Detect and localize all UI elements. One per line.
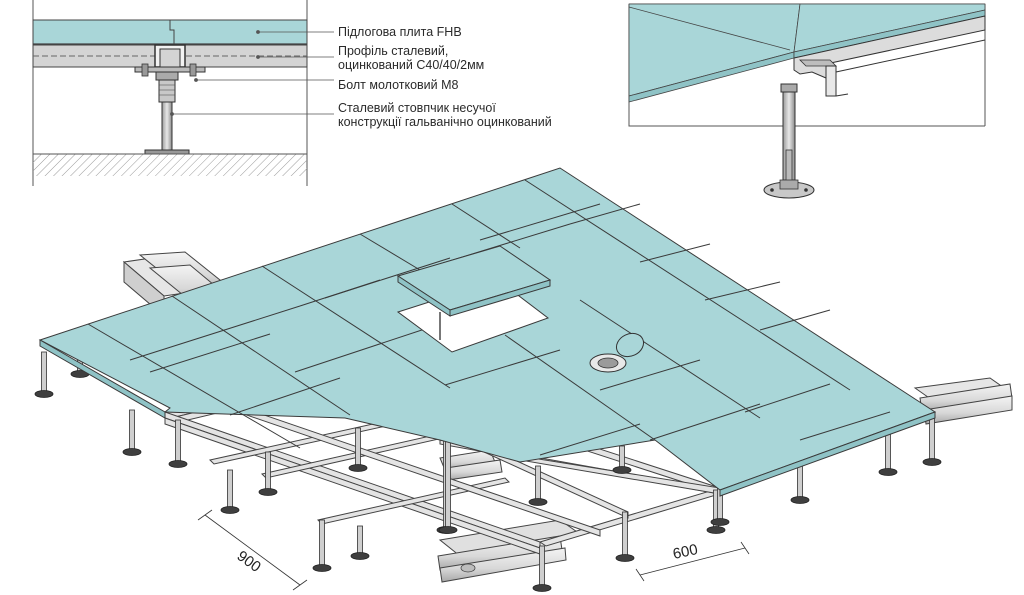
dimension-900: 900 [197, 509, 308, 591]
cable-pipes-right [913, 377, 1013, 425]
support-posts [34, 351, 942, 592]
label-bolt: Болт молотковий М8 [338, 78, 459, 92]
dimension-600-label: 600 [671, 541, 699, 563]
label-profile-line2: оцинкований С40/40/2мм [338, 58, 484, 72]
section-base-plate [144, 149, 190, 155]
post-base-plate [122, 448, 142, 456]
post-base-plate [878, 468, 898, 476]
support-post [175, 419, 181, 463]
support-post [41, 351, 47, 393]
post-base-plate [528, 498, 548, 506]
post-base-plate [710, 518, 730, 526]
support-post [445, 439, 451, 529]
iso-detail [628, 3, 986, 199]
dimension-600: 600 [635, 541, 750, 582]
support-post [227, 469, 233, 509]
label-post-line2: конструкції гальванічно оцинкований [338, 115, 552, 129]
dimension-900-label: 900 [234, 547, 264, 575]
support-post [929, 417, 935, 461]
label-post-line1: Сталевий стовпчик несучої [338, 101, 496, 115]
post-base-plate [922, 458, 942, 466]
section-bolt-left [141, 63, 149, 77]
post-base-plate [258, 488, 278, 496]
post-base-plate [168, 460, 188, 468]
support-post [129, 409, 135, 451]
post-base-plate [790, 496, 810, 504]
main-floor-assembly: 900 600 [34, 167, 1013, 592]
outlet-lid [615, 332, 645, 358]
post-base-plate [706, 526, 726, 534]
section-detail: Підлогова плита FHB Профіль сталевий, оц… [32, 0, 552, 186]
post-base-plate [612, 466, 632, 474]
section-bolt-right [189, 63, 197, 77]
post-base-plate [312, 564, 332, 572]
post-base-plate [34, 390, 54, 398]
support-post [535, 465, 541, 501]
cable-pipes-front [437, 519, 582, 583]
post-base-plate [220, 506, 240, 514]
section-ground [33, 154, 307, 176]
floor-outlet [589, 332, 645, 373]
support-post [622, 511, 628, 557]
section-support-post [161, 101, 173, 151]
post-base-plate [438, 526, 458, 534]
support-post [619, 445, 625, 469]
support-post [265, 451, 271, 491]
post-base-plate [532, 584, 552, 592]
support-post [357, 525, 363, 555]
post-base-plate [615, 554, 635, 562]
label-floor-slab: Підлогова плита FHB [338, 25, 462, 39]
support-post [539, 545, 545, 587]
support-post [319, 519, 325, 567]
support-post [355, 427, 361, 467]
iso-panel-left [628, 3, 801, 97]
lifted-panel [396, 245, 552, 317]
post-base-plate [350, 552, 370, 560]
post-base-plate [348, 464, 368, 472]
label-profile-line1: Профіль сталевий, [338, 44, 448, 58]
